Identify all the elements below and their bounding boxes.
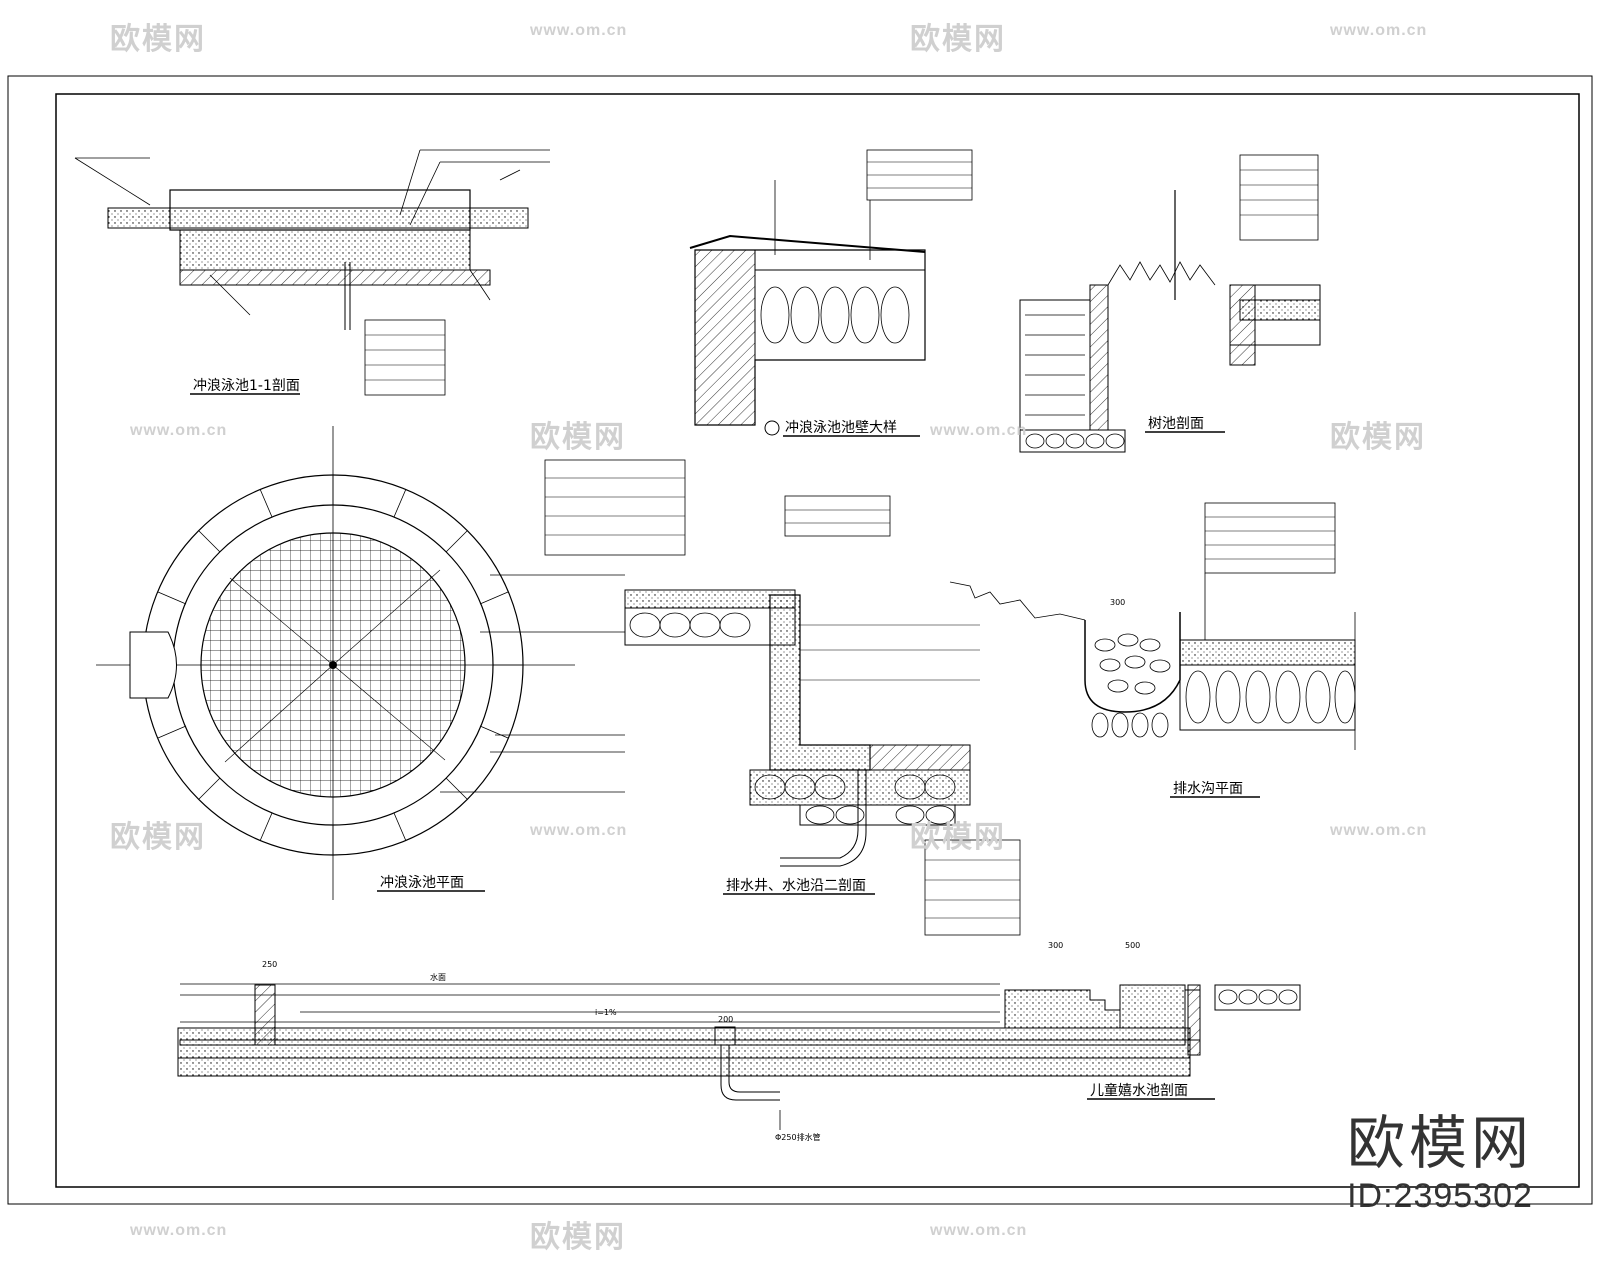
title-ditch-plan: 排水沟平面 xyxy=(1173,781,1243,797)
dim-300: 300 xyxy=(1048,941,1063,950)
title-pool-plan: 冲浪泳池平面 xyxy=(380,875,464,891)
title-detail-1: 冲浪泳池池壁大样 xyxy=(785,420,897,436)
dim-200: 200 xyxy=(718,1015,733,1024)
label-slope: i=1% xyxy=(595,1008,617,1017)
label-drain-pipe: Φ250排水管 xyxy=(775,1132,821,1142)
stamp-brand: 欧模网 xyxy=(1346,1111,1533,1176)
drain-section: 排水井、水池沿二剖面 xyxy=(544,459,1021,936)
ditch-plan: 300 排水沟平面 xyxy=(949,502,1356,798)
title-drain-section: 排水井、水池沿二剖面 xyxy=(726,878,866,894)
source-stamp: 欧模网 ID:2395302 xyxy=(1320,1112,1560,1216)
stamp-id: ID:2395302 xyxy=(1347,1177,1533,1215)
pool-plan: 冲浪泳池平面 xyxy=(96,426,625,900)
detail-pool-wall: 冲浪泳池池壁大样 xyxy=(689,149,973,437)
section-1-1: 冲浪泳池1-1剖面 xyxy=(74,149,550,396)
kids-pool-section: 水面 i=1% Φ250排水管 300 500 250 200 儿童嬉水池剖面 xyxy=(177,941,1301,1142)
planter-section: 树池剖面 xyxy=(1019,154,1321,453)
title-planter-section: 树池剖面 xyxy=(1148,416,1204,432)
title-section-1-1: 冲浪泳池1-1剖面 xyxy=(193,378,300,394)
dim-250: 250 xyxy=(262,960,277,969)
label-water-level: 水面 xyxy=(430,972,446,982)
dim-500: 500 xyxy=(1125,941,1140,950)
dim-ditch-width: 300 xyxy=(1110,598,1125,607)
title-kids-pool-section: 儿童嬉水池剖面 xyxy=(1090,1082,1188,1099)
